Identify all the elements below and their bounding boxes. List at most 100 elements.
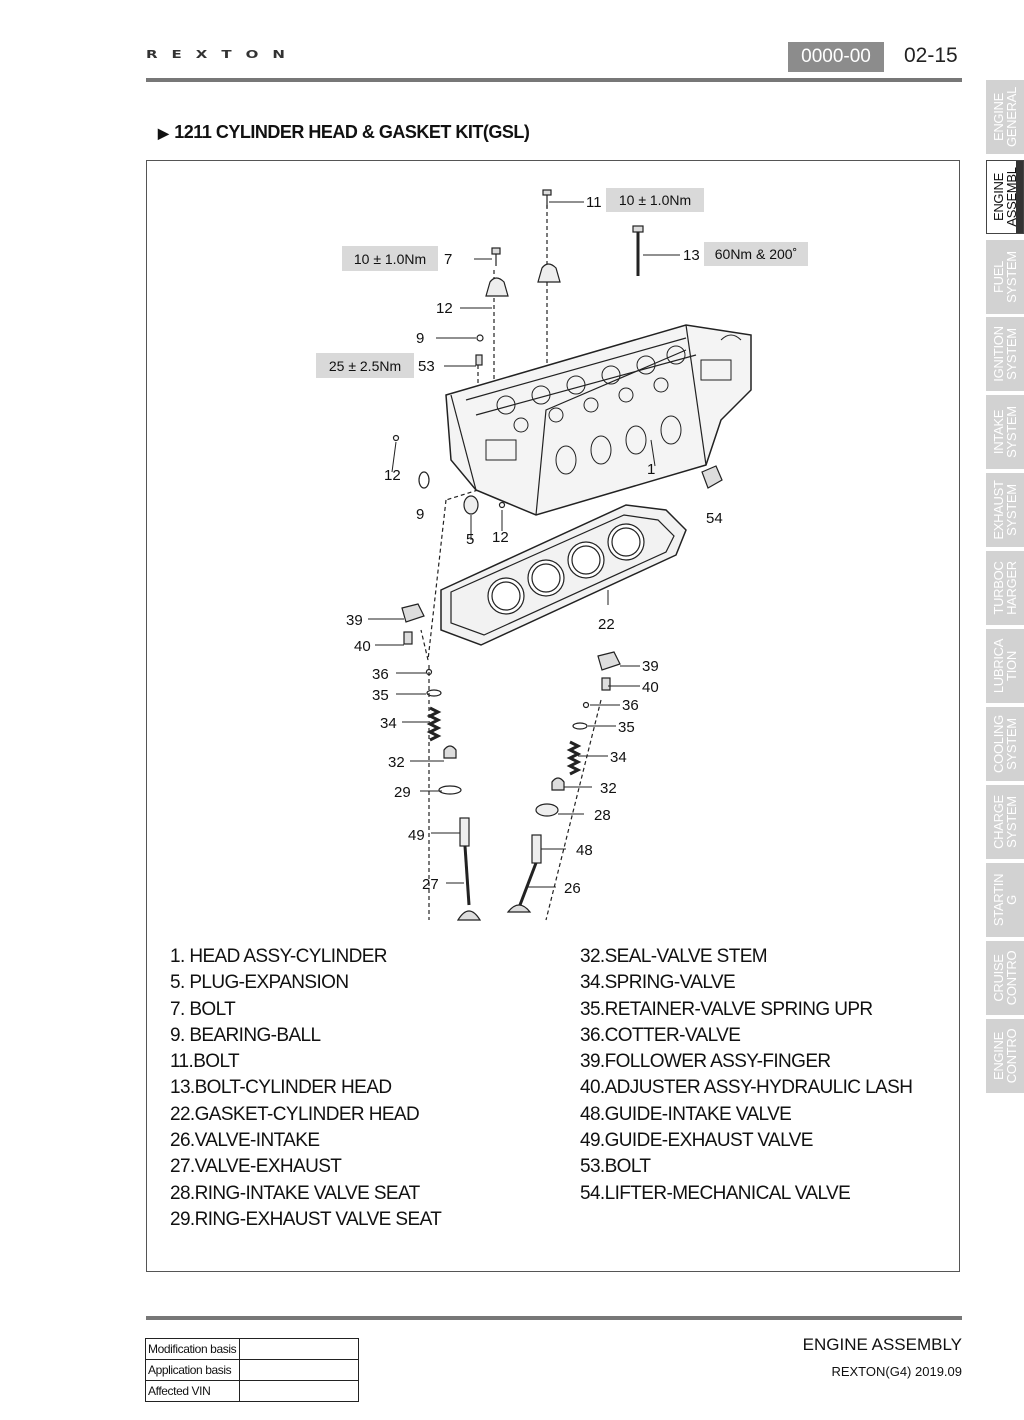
bolt-11-icon — [542, 189, 552, 208]
dowel-icon — [498, 501, 506, 509]
table-row: Affected VIN — [145, 1380, 359, 1402]
callout-28: 28 — [594, 807, 611, 824]
torque-box-13 — [704, 242, 808, 266]
seal-ring-icon — [418, 471, 430, 489]
parts-list-item: 53.BOLT — [580, 1156, 651, 1178]
diagram-frame — [146, 160, 960, 1272]
parts-list-item: 7. BOLT — [170, 998, 236, 1020]
parts-list-item: 27.VALVE-EXHAUST — [170, 1156, 342, 1178]
assembly-dash-line — [445, 489, 479, 501]
parts-list-item: 13.BOLT-CYLINDER HEAD — [170, 1077, 392, 1099]
callout-35: 35 — [618, 719, 635, 736]
assembly-dash-line — [420, 629, 429, 661]
callout-32: 32 — [388, 754, 405, 771]
callout-9: 9 — [416, 506, 424, 523]
bolt-53-icon — [475, 354, 483, 366]
application-basis-value — [239, 1359, 359, 1381]
parts-list-item: 26.VALVE-INTAKE — [170, 1130, 320, 1152]
callout-49: 49 — [408, 827, 425, 844]
affected-vin-label: Affected VIN — [145, 1380, 240, 1402]
page-number: 02-15 — [904, 44, 958, 67]
callout-26: 26 — [564, 880, 581, 897]
callout-9: 9 — [416, 330, 424, 347]
cam-cap-icon — [537, 263, 561, 283]
parts-list-item: 54.LIFTER-MECHANICAL VALVE — [580, 1182, 851, 1204]
mechanical-lifter-icon — [701, 465, 723, 489]
section-code-badge: 0000-00 — [788, 42, 884, 72]
parts-list-item: 28.RING-INTAKE VALVE SEAT — [170, 1182, 420, 1204]
callout-1: 1 — [647, 461, 655, 478]
exhaust-valve-train-icon — [401, 603, 482, 921]
table-row: Modification basis — [145, 1338, 359, 1360]
callout-5: 5 — [466, 531, 474, 548]
footer-section-name: ENGINE ASSEMBLY — [802, 1335, 962, 1354]
section-heading: ▶ 1211 CYLINDER HEAD & GASKET KIT(GSL) — [158, 122, 530, 143]
torque-label-13: 60Nm & 200˚ — [715, 246, 797, 262]
parts-list-right: 32.SEAL-VALVE STEM 34.SPRING-VALVE 35.RE… — [580, 944, 913, 1207]
bolt-13-icon — [632, 225, 644, 276]
callout-35: 35 — [372, 687, 389, 704]
header-divider — [146, 78, 962, 82]
torque-box-7 — [342, 246, 438, 271]
modification-table: Modification basis Application basis Aff… — [145, 1338, 359, 1402]
callout-11: 11 — [586, 194, 602, 211]
modification-basis-label: Modification basis — [145, 1338, 240, 1360]
application-basis-label: Application basis — [145, 1359, 240, 1381]
triangle-bullet-icon: ▶ — [158, 125, 169, 141]
callout-32: 32 — [600, 780, 617, 797]
assembly-dash-line — [427, 499, 447, 661]
parts-list-item: 22.GASKET-CYLINDER HEAD — [170, 1103, 420, 1125]
callout-48: 48 — [576, 842, 593, 859]
torque-label-7: 10 ± 1.0Nm — [354, 251, 426, 267]
callout-12: 12 — [436, 300, 453, 317]
parts-list-item: 40.ADJUSTER ASSY-HYDRAULIC LASH — [580, 1077, 913, 1099]
parts-list-item: 34.SPRING-VALVE — [580, 972, 736, 994]
section-title-text: 1211 CYLINDER HEAD & GASKET KIT(GSL) — [174, 122, 530, 142]
callout-36: 36 — [372, 666, 389, 683]
parts-list-item: 1. HEAD ASSY-CYLINDER — [170, 946, 388, 967]
callout-39: 39 — [346, 612, 363, 629]
parts-list-item: 5. PLUG-EXPANSION — [170, 972, 349, 994]
exploded-parts-diagram: 10 ± 1.0Nm 10 ± 1.0Nm 60Nm & 200˚ 25 ± 2… — [316, 188, 808, 921]
callout-54: 54 — [706, 510, 723, 527]
parts-list-item: 48.GUIDE-INTAKE VALVE — [580, 1103, 792, 1125]
footer-divider — [146, 1316, 962, 1320]
parts-list-item: 39.FOLLOWER ASSY-FINGER — [580, 1051, 831, 1073]
parts-list-item: 49.GUIDE-EXHAUST VALVE — [580, 1130, 813, 1152]
callout-34: 34 — [380, 715, 397, 732]
intake-valve-train-icon — [506, 651, 621, 921]
callout-12: 12 — [492, 529, 509, 546]
footer-model-year: REXTON(G4) 2019.09 — [831, 1364, 962, 1379]
callout-22: 22 — [598, 616, 615, 633]
parts-list-left: 1. HEAD ASSY-CYLINDER 5. PLUG-EXPANSION … — [170, 944, 442, 1233]
parts-list-item: 29.RING-EXHAUST VALVE SEAT — [170, 1208, 442, 1230]
table-row: Application basis — [145, 1359, 359, 1381]
brand-logo: REXTON — [146, 48, 299, 61]
callout-numbers: 11 13 7 12 9 53 12 1 9 5 12 54 22 39 40 … — [346, 194, 723, 897]
callout-27: 27 — [422, 876, 439, 893]
callout-13: 13 — [683, 247, 700, 264]
expansion-plug-icon — [463, 495, 479, 515]
callout-34: 34 — [610, 749, 627, 766]
callout-39: 39 — [642, 658, 659, 675]
cam-cap-icon — [485, 277, 509, 297]
ball-bearing-icon — [476, 334, 484, 342]
callout-40: 40 — [354, 638, 371, 655]
callout-53: 53 — [418, 358, 435, 375]
parts-list-item: 35.RETAINER-VALVE SPRING UPR — [580, 998, 873, 1020]
torque-label-53: 25 ± 2.5Nm — [329, 358, 401, 374]
parts-list-item: 9. BEARING-BALL — [170, 1024, 321, 1046]
